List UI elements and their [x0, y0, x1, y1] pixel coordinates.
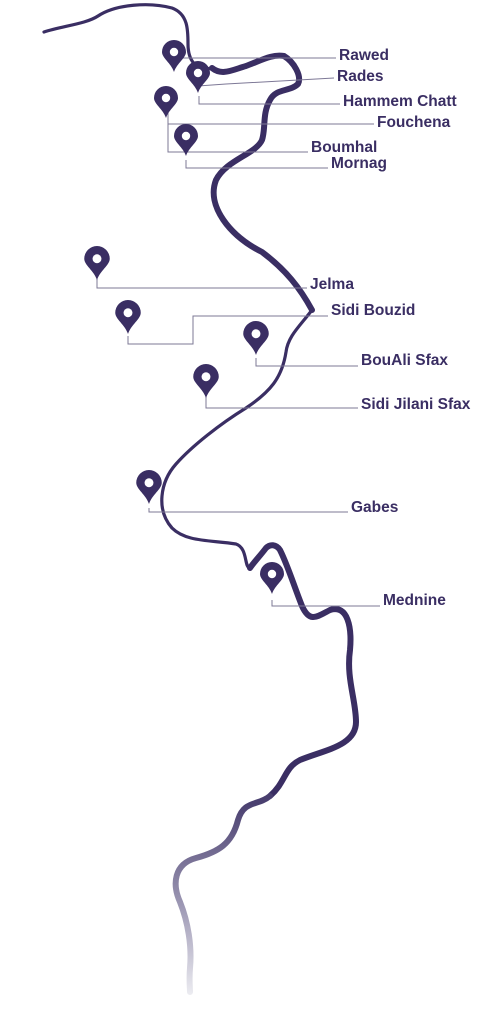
location-pin-icon[interactable]	[154, 86, 178, 118]
location-pin-icon[interactable]	[115, 300, 141, 334]
label-rades[interactable]: Rades	[337, 68, 384, 85]
label-bouali-sfax[interactable]: BouAli Sfax	[361, 352, 448, 369]
leader-fouchena	[167, 108, 374, 125]
coastline-south	[247, 542, 359, 799]
label-hammem-chatt[interactable]: Hammem Chatt	[343, 93, 457, 110]
leader-hammem	[198, 96, 340, 105]
location-pin-icon[interactable]	[243, 321, 269, 355]
coastline-north	[42, 3, 214, 71]
pins	[84, 40, 284, 594]
leader-sidibouzid	[127, 315, 328, 345]
location-pin-icon[interactable]	[193, 364, 219, 398]
leader-mednine	[271, 600, 380, 607]
location-pin-icon[interactable]	[136, 470, 162, 504]
location-pin-icon[interactable]	[162, 40, 186, 72]
coastline	[42, 3, 359, 995]
label-sidi-bouzid[interactable]: Sidi Bouzid	[331, 302, 415, 319]
label-gabes[interactable]: Gabes	[351, 499, 398, 516]
location-pin-icon[interactable]	[174, 124, 198, 156]
label-sidi-jilani-sfax[interactable]: Sidi Jilani Sfax	[361, 396, 471, 413]
leader-boualisfax	[255, 358, 358, 367]
leader-jelma	[96, 278, 307, 289]
location-pin-icon[interactable]	[260, 562, 284, 594]
label-boumhal[interactable]: Boumhal	[311, 139, 377, 156]
label-mornag[interactable]: Mornag	[331, 155, 387, 172]
coastline-sahel	[160, 308, 314, 570]
location-labels: Rawed Rades Hammem Chatt Fouchena Boumha…	[310, 47, 471, 609]
location-pin-icon[interactable]	[186, 61, 210, 93]
coastline-cape-bon	[209, 52, 315, 313]
label-mednine[interactable]: Mednine	[383, 592, 446, 609]
coastline-fade	[172, 793, 273, 995]
leader-mornag	[185, 160, 328, 169]
label-fouchena[interactable]: Fouchena	[377, 114, 451, 131]
label-rawed[interactable]: Rawed	[339, 47, 389, 64]
leader-gabes	[148, 508, 348, 513]
leader-sidijilani	[205, 396, 358, 409]
location-pin-icon[interactable]	[84, 246, 110, 280]
leader-lines	[96, 57, 380, 607]
leader-rades	[197, 77, 335, 87]
label-jelma[interactable]: Jelma	[310, 276, 354, 293]
leader-boumhal	[167, 124, 308, 153]
